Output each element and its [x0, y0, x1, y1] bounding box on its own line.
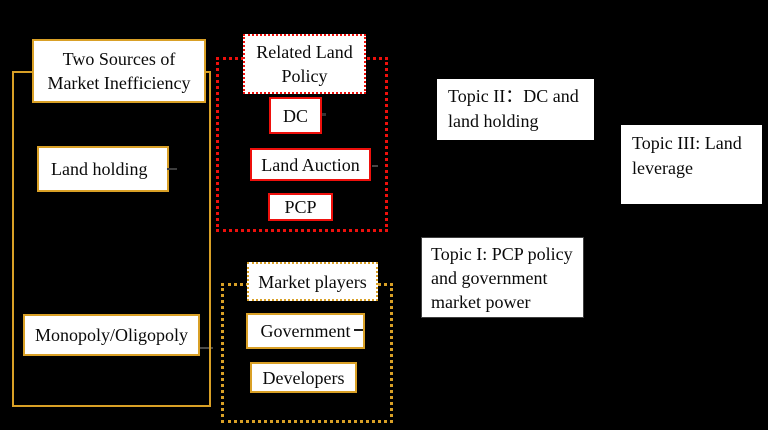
players-group-title: Market players — [258, 271, 367, 292]
pcp-box: PCP — [268, 193, 333, 221]
topic3-label: Topic III: Land leverage — [632, 133, 742, 178]
developers-label: Developers — [262, 367, 345, 388]
land-holding-label: Land holding — [51, 159, 148, 179]
players-group-outline — [221, 283, 393, 423]
land-auction-box: Land Auction — [250, 148, 371, 181]
monopoly-oligopoly-box: Monopoly/Oligopoly — [23, 314, 200, 356]
connector-stub-land-auction — [372, 165, 378, 167]
topic1-box: Topic I: PCP policy and government marke… — [421, 237, 584, 318]
topic1-label: Topic I: PCP policy and government marke… — [431, 244, 573, 312]
monopoly-oligopoly-label: Monopoly/Oligopoly — [34, 325, 188, 345]
topic3-box: Topic III: Land leverage — [621, 125, 762, 204]
connector-stub-government — [354, 329, 363, 331]
players-group-title-box: Market players — [247, 262, 378, 301]
sources-group-title: Two Sources of Market Inefficiency — [47, 49, 191, 93]
sources-group-outline — [12, 71, 211, 407]
sources-group-title-box: Two Sources of Market Inefficiency — [32, 39, 206, 103]
dc-label: DC — [282, 105, 308, 126]
connector-stub-dc — [322, 113, 326, 116]
topic2-box: Topic II：DC and land holding — [437, 79, 594, 140]
land-holding-box: Land holding — [37, 146, 169, 192]
government-label: Government — [260, 321, 351, 341]
developers-box: Developers — [250, 362, 357, 393]
connector-stub-land-holding — [167, 168, 177, 170]
policy-group-title: Related Land Policy — [256, 42, 353, 86]
policy-group-title-box: Related Land Policy — [243, 34, 366, 94]
pcp-label: PCP — [284, 197, 317, 217]
topic2-label: Topic II：DC and land holding — [448, 86, 579, 131]
land-auction-label: Land Auction — [261, 154, 360, 175]
connector-stub-monopoly — [196, 347, 213, 349]
dc-box: DC — [269, 97, 322, 134]
government-box: Government — [246, 313, 365, 349]
